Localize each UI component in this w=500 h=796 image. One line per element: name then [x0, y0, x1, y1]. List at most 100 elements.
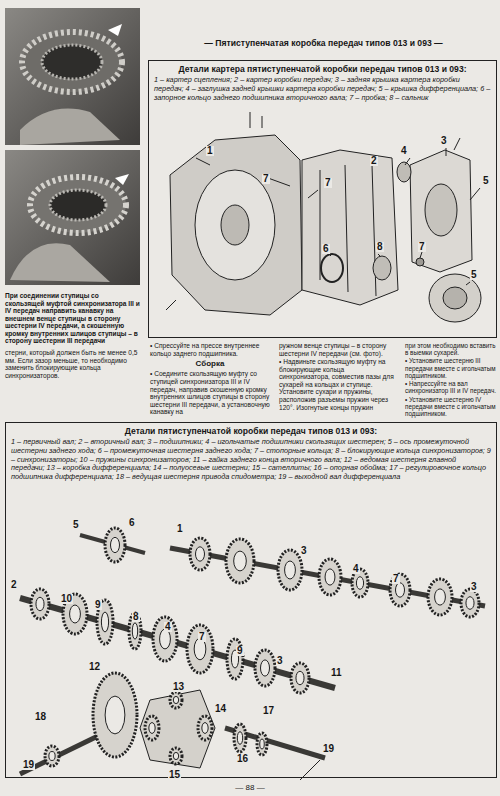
- callout-number: 5: [482, 176, 490, 186]
- callout-number: 4: [400, 146, 408, 156]
- callout-number: 4: [352, 564, 360, 574]
- callout-number: 3: [300, 546, 308, 556]
- gear-bore: [435, 589, 446, 605]
- photo: [5, 8, 140, 145]
- callout-number: 14: [214, 704, 227, 714]
- body-text: стерни, который должен быть не менее 0,5…: [5, 349, 140, 379]
- frame-box: Детали пятиступенчатой коробки передач т…: [5, 422, 497, 778]
- body-text: • Спрессуйте на прессе внутреннее кольцо…: [150, 342, 270, 357]
- gear: [31, 589, 49, 619]
- bolts: [166, 112, 460, 310]
- callout-number: 7: [418, 242, 426, 252]
- gear: [187, 625, 213, 673]
- body-text: • Надвиньте скользящую муфту на блокирую…: [279, 358, 397, 411]
- gear-train-drawing: [20, 528, 485, 780]
- gear: [291, 663, 309, 693]
- plug: [416, 258, 424, 266]
- callout-number: 1: [176, 524, 184, 534]
- shaft-bore: [221, 205, 249, 245]
- gearbox-housing: [302, 150, 398, 305]
- gear: [129, 613, 141, 649]
- gear: [198, 716, 212, 740]
- gear-bore: [36, 597, 44, 611]
- gear-bore: [466, 597, 474, 610]
- frame-box: Детали картера пятиступенчатой коробки п…: [148, 60, 497, 338]
- seal: [373, 256, 391, 280]
- housing-drawing: [166, 112, 481, 322]
- text-column: при этом необходимо вставить в выемки су…: [405, 342, 497, 418]
- hub-splines: [42, 45, 102, 79]
- body-text: • Соедините скользящую муфту со ступицей…: [150, 370, 270, 415]
- frame-text: Детали картера пятиступенчатой коробки п…: [149, 61, 496, 102]
- gear-bore: [173, 696, 178, 703]
- gear: [319, 559, 341, 595]
- sliding-sleeve: [30, 177, 126, 233]
- arrow-mark: [115, 174, 129, 185]
- lock-ring: [321, 254, 343, 282]
- callout-number: 9: [94, 600, 102, 610]
- callout-number: 5: [72, 520, 80, 530]
- gear-bore: [49, 752, 55, 761]
- parts-legend: 1 – первичный вал; 2 – вторичный вал; 3 …: [11, 438, 491, 482]
- section-heading: Сборка: [150, 359, 270, 368]
- gear-bore: [173, 752, 178, 759]
- gear-bore: [196, 547, 205, 561]
- callout-number: 10: [60, 594, 73, 604]
- hand: [10, 243, 110, 282]
- gear-bore: [261, 660, 270, 676]
- cover-plug: [397, 162, 411, 182]
- gear-bore: [237, 732, 242, 745]
- gear: [461, 589, 479, 617]
- callout-number: 7: [198, 632, 206, 642]
- callout-number: 2: [10, 580, 18, 590]
- frame-heading: Детали картера пятиступенчатой коробки п…: [154, 64, 491, 74]
- callout-number: 2: [370, 156, 378, 166]
- callout-number: 19: [322, 744, 335, 754]
- rear-cover: [410, 150, 472, 272]
- rear-cover-boss: [425, 184, 457, 236]
- gear: [153, 617, 177, 661]
- frame-heading: Детали пятиступенчатой коробки передач т…: [11, 426, 491, 436]
- arrow-mark: [108, 24, 122, 36]
- callout-number: 6: [128, 518, 136, 528]
- gear-bore: [234, 551, 247, 571]
- diff-cover-center: [443, 287, 467, 309]
- callout-number: 7: [262, 174, 270, 184]
- callout-number: 17: [262, 706, 275, 716]
- gear: [234, 724, 246, 752]
- callout-number: 5: [470, 270, 478, 280]
- callout-number: 6: [322, 244, 330, 254]
- photo-caption: При соединении ступицы со скользящей муф…: [5, 292, 140, 345]
- callout-number: 3: [440, 136, 448, 146]
- callout-number: 1: [206, 146, 214, 156]
- callout-number: 12: [88, 662, 101, 672]
- callout-number: 8: [376, 242, 384, 252]
- gear: [45, 746, 59, 766]
- gear: [190, 538, 210, 570]
- gear-bore: [356, 577, 363, 590]
- gear-bore: [160, 629, 171, 649]
- gear-bore: [325, 569, 335, 585]
- synchro-hub: [22, 32, 122, 92]
- gear: [278, 550, 302, 590]
- gear-bore: [296, 671, 304, 685]
- body-text: ружном венце ступицы – в сторону шестерн…: [279, 342, 397, 357]
- body-text: • Напрессуйте на вал синхронизатор III и…: [405, 380, 497, 394]
- gear: [105, 528, 125, 562]
- parts-legend: 1 – картер сцепления; 2 – картер коробки…: [154, 76, 491, 102]
- callout-number: 18: [34, 712, 47, 722]
- hand: [20, 109, 120, 145]
- gear-bore: [260, 739, 265, 749]
- gear: [255, 650, 275, 686]
- callout-number: 13: [172, 682, 185, 692]
- diff-output-shaft: [20, 735, 100, 774]
- callout-number: 15: [168, 770, 181, 780]
- clutch-bore: [195, 170, 275, 280]
- callout-number: 4: [164, 622, 172, 632]
- housing-ribs: [320, 165, 376, 296]
- gear-bore: [202, 723, 208, 734]
- clutch-housing: [170, 135, 302, 315]
- callout-number: 7: [392, 574, 400, 584]
- callout-number: 7: [324, 178, 332, 188]
- gear: [170, 748, 182, 764]
